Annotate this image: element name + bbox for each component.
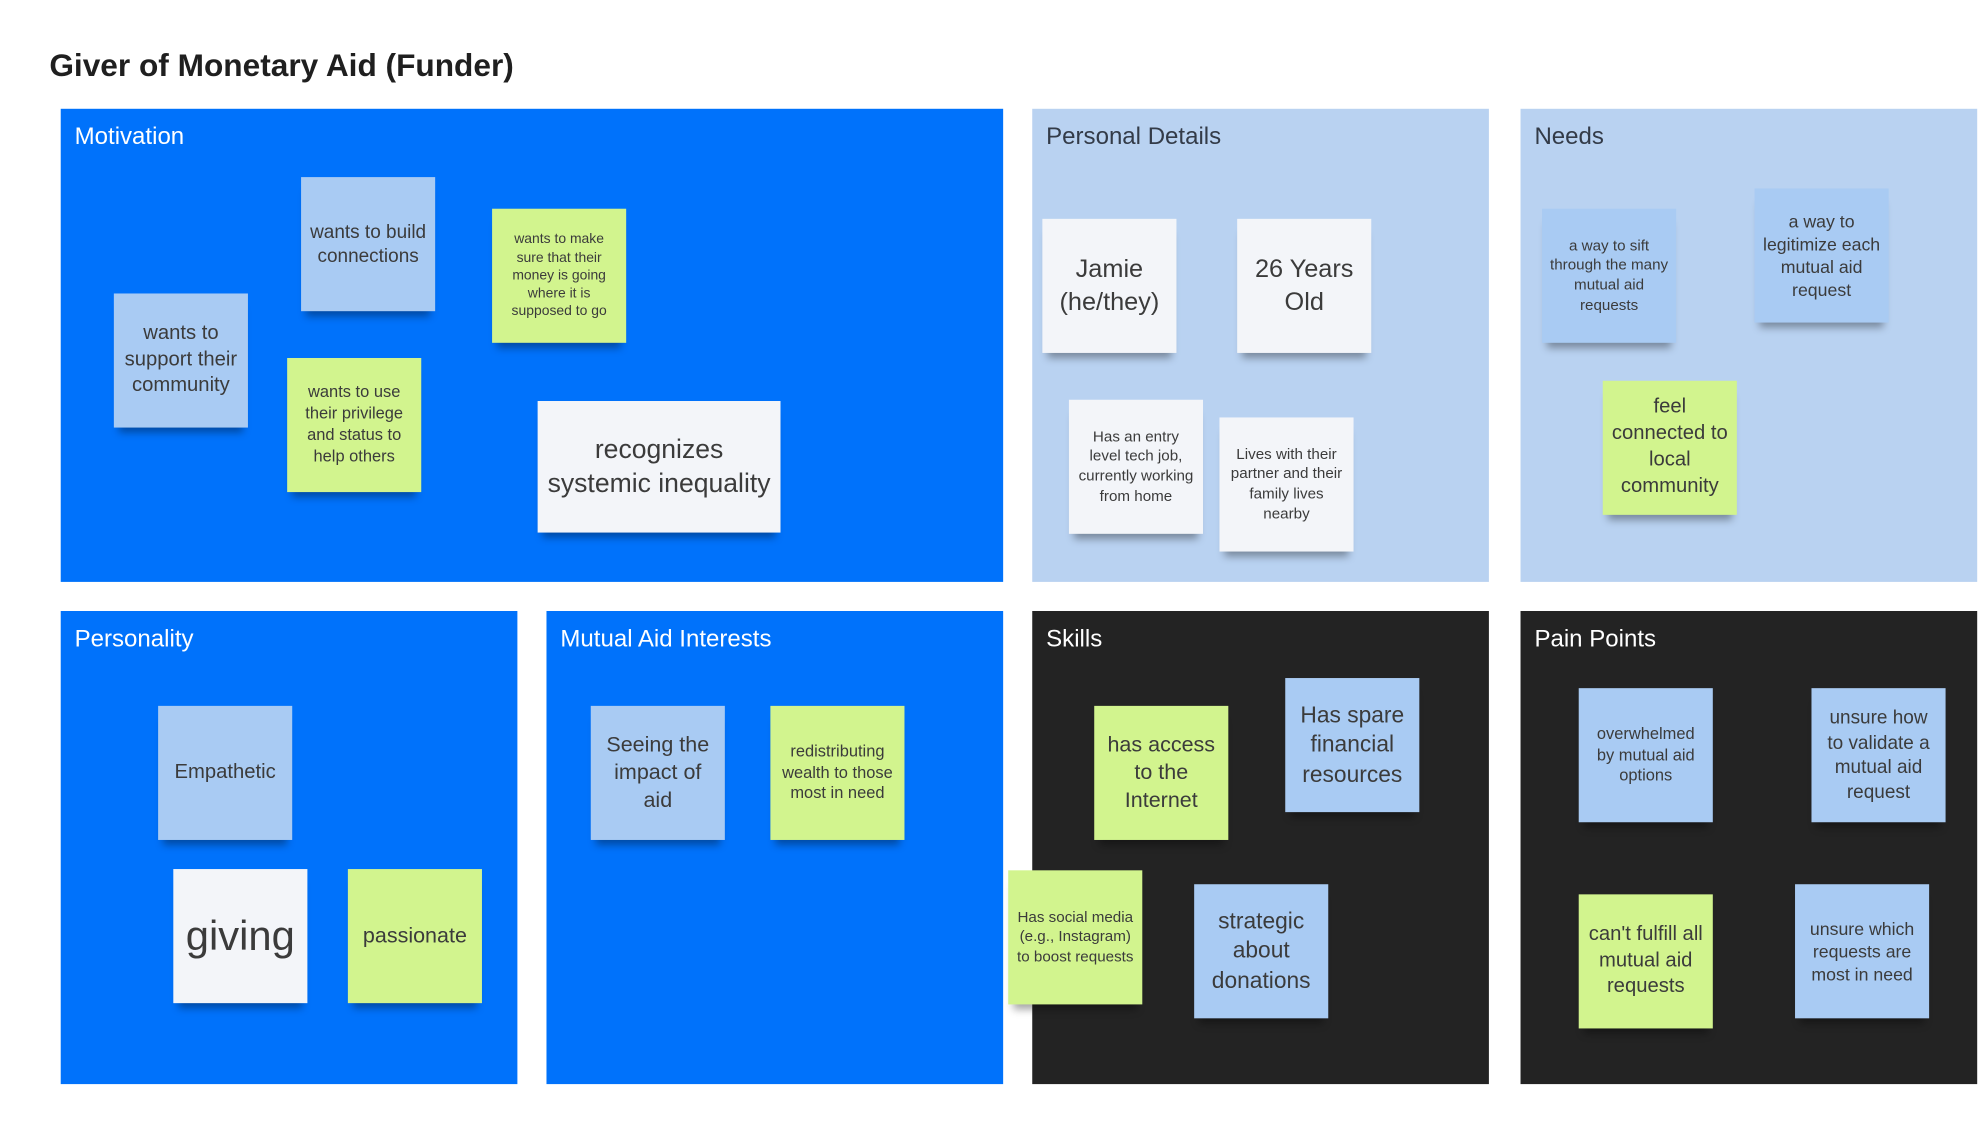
sticky-note[interactable]: wants to use their privilege and status … (287, 357, 422, 493)
board-title: Giver of Monetary Aid (Funder) (49, 48, 514, 84)
sticky-note[interactable]: wants to make sure that their money is g… (492, 208, 627, 343)
sticky-note[interactable]: 26 Years Old (1237, 218, 1372, 353)
sticky-note[interactable]: unsure how to validate a mutual aid requ… (1811, 688, 1946, 823)
sticky-note[interactable]: unsure which requests are most in need (1795, 884, 1930, 1019)
frame-mutual-aid-interests[interactable]: Mutual Aid Interests Seeing the impact o… (546, 610, 1004, 1085)
frame-skills[interactable]: Skills has access to the Internet Has sp… (1032, 610, 1489, 1085)
frame-pain-points[interactable]: Pain Points overwhelmed by mutual aid op… (1520, 610, 1978, 1085)
frame-personal-details[interactable]: Personal Details Jamie (he/they) 26 Year… (1032, 108, 1489, 582)
sticky-note[interactable]: feel connected to local community (1602, 380, 1737, 515)
frame-label-skills: Skills (1046, 626, 1103, 653)
sticky-note[interactable]: recognizes systemic inequality (537, 401, 781, 533)
sticky-note[interactable]: Empathetic (158, 705, 293, 840)
sticky-note[interactable]: redistributing wealth to those most in n… (770, 705, 905, 840)
sticky-note[interactable]: Lives with their partner and their famil… (1219, 417, 1354, 552)
sticky-note[interactable]: passionate (347, 869, 482, 1004)
sticky-note[interactable]: has access to the Internet (1094, 705, 1229, 840)
sticky-note[interactable]: Has an entry level tech job, currently w… (1068, 399, 1204, 534)
sticky-note[interactable]: giving (173, 869, 308, 1004)
frame-personality[interactable]: Personality Empathetic giving passionate (60, 610, 518, 1085)
sticky-note[interactable]: strategic about donations (1194, 884, 1329, 1019)
sticky-note[interactable]: Jamie (he/they) (1042, 218, 1177, 353)
frame-motivation[interactable]: Motivation wants to support their commun… (60, 108, 1004, 582)
frame-label-needs: Needs (1534, 123, 1604, 151)
sticky-note[interactable]: overwhelmed by mutual aid options (1578, 688, 1713, 823)
frame-needs[interactable]: Needs a way to sift through the many mut… (1520, 108, 1978, 582)
sticky-note[interactable]: wants to build connections (301, 177, 436, 312)
sticky-note[interactable]: a way to legitimize each mutual aid requ… (1754, 188, 1889, 323)
frame-label-pain-points: Pain Points (1534, 626, 1657, 653)
sticky-note[interactable]: wants to support their community (113, 293, 248, 428)
frame-label-motivation: Motivation (74, 123, 185, 151)
frame-label-personality: Personality (74, 626, 194, 653)
sticky-note[interactable]: can't fulfill all mutual aid requests (1578, 894, 1713, 1029)
frame-label-mutual-aid-interests: Mutual Aid Interests (560, 626, 772, 653)
sticky-note[interactable]: Has spare financial resources (1285, 678, 1420, 813)
sticky-note[interactable]: a way to sift through the many mutual ai… (1542, 208, 1677, 343)
frame-label-personal-details: Personal Details (1046, 123, 1222, 151)
sticky-note[interactable]: Has social media (e.g., Instagram) to bo… (1008, 870, 1143, 1005)
sticky-note[interactable]: Seeing the impact of aid (590, 705, 725, 840)
